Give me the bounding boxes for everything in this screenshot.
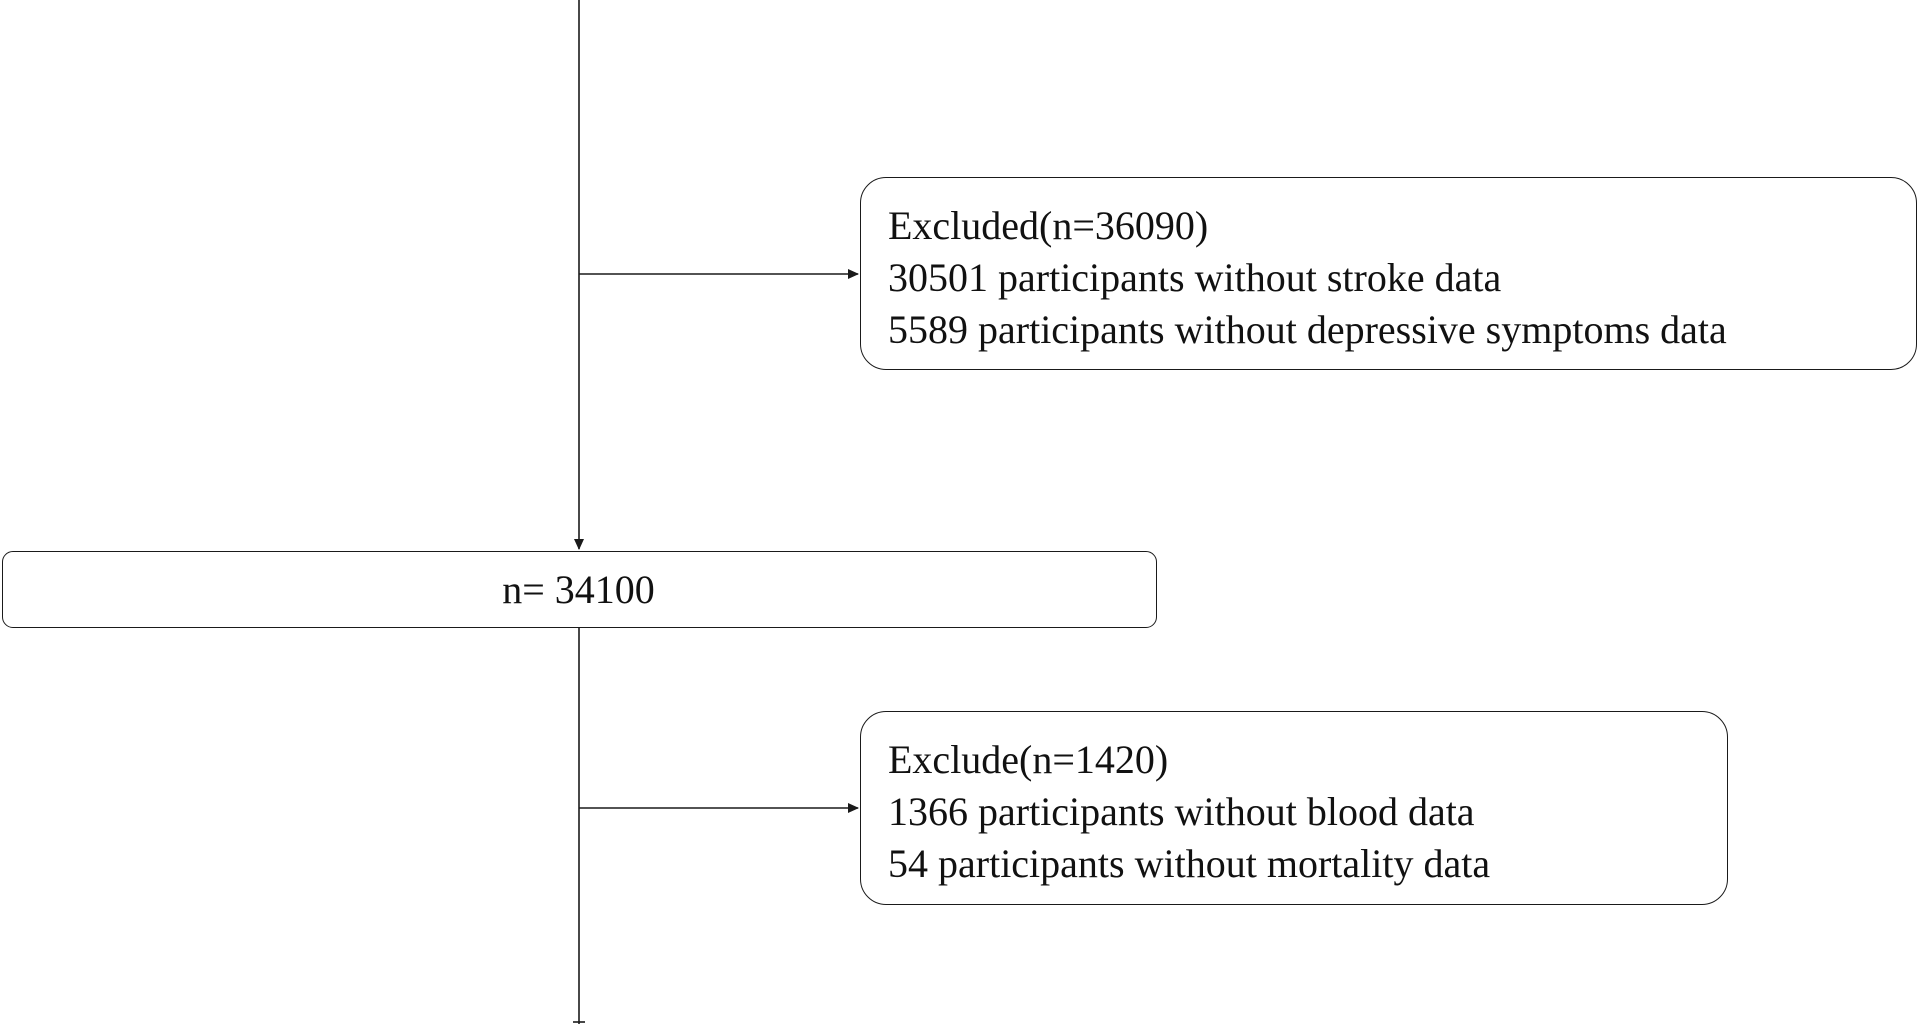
- exclusion-2-title: Exclude(n=1420): [888, 737, 1169, 782]
- exclusion-1-reason-1: 30501 participants without stroke data: [888, 255, 1502, 300]
- exclusion-1-reason-2: 5589 participants without depressive sym…: [888, 307, 1727, 352]
- stage-box: n= 34100: [2, 551, 1157, 628]
- exclusion-2-reason-1: 1366 participants without blood data: [888, 789, 1475, 834]
- exclusion-2-reason-2: 54 participants without mortality data: [888, 841, 1491, 886]
- exclusion-1-title: Excluded(n=36090): [888, 203, 1209, 248]
- exclusion-box-2: Exclude(n=1420) 1366 participants withou…: [860, 711, 1728, 905]
- exclusion-box-1: Excluded(n=36090) 30501 participants wit…: [860, 177, 1917, 370]
- stage-box-label: n= 34100: [502, 567, 655, 612]
